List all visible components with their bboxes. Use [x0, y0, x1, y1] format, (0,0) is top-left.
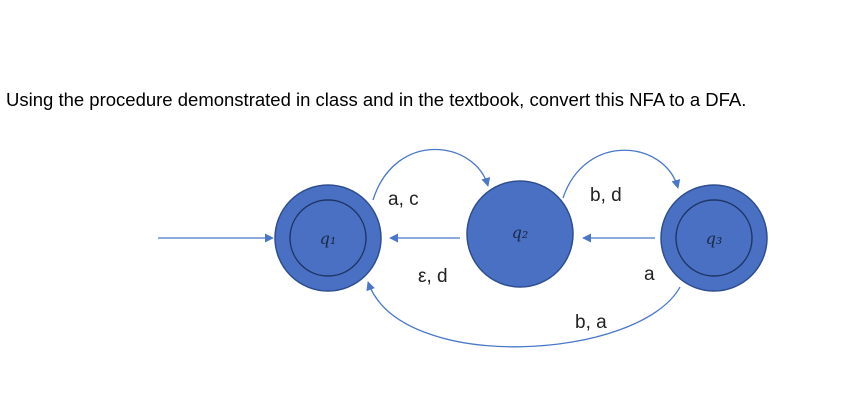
- edge-q1-q2: [372, 148, 491, 201]
- state-label-q1: q₁: [320, 229, 337, 248]
- edge-q2-q3: [562, 149, 681, 199]
- edge-q3-q1: [366, 281, 681, 348]
- state-q3: q₃: [660, 184, 768, 292]
- edge-label-q3-q2: a: [644, 264, 655, 285]
- state-q2: q₂: [466, 180, 574, 288]
- edge-label-q2-q1: ε, d: [418, 266, 448, 287]
- state-q1: q₁: [274, 184, 382, 292]
- edge-label-q1-q2: a, c: [388, 189, 419, 210]
- edge-label-q2-q3: b, d: [590, 185, 622, 206]
- state-label-q3: q₃: [706, 229, 723, 248]
- state-label-q2: q₂: [512, 223, 529, 242]
- edge-label-q3-q1: b, a: [575, 312, 607, 333]
- question-text: Using the procedure demonstrated in clas…: [6, 89, 747, 110]
